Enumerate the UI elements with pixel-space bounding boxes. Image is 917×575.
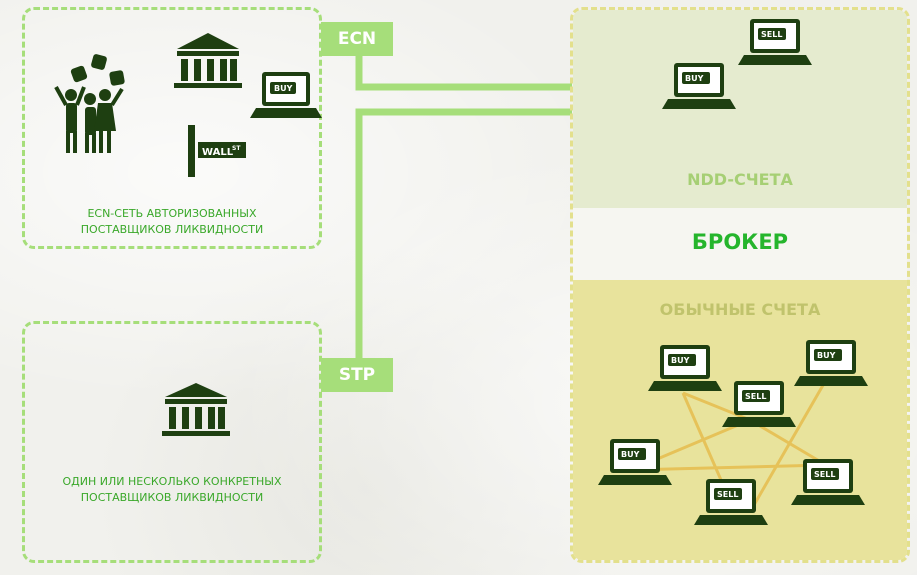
ndd-buy-laptop-icon: BUY: [662, 63, 736, 109]
svg-text:ST: ST: [232, 145, 241, 152]
regular-buy-laptop-icon: BUY: [794, 340, 868, 386]
broker-panel: NDD-СЧЕТА БРОКЕР ОБЫЧНЫЕ СЧЕТА: [570, 7, 910, 563]
broker-band: БРОКЕР: [573, 208, 907, 280]
regular-buy-laptop-icon: BUY: [598, 439, 672, 485]
wall-street-sign-icon: WALL ST: [188, 125, 246, 177]
traders-icon: [54, 54, 125, 153]
svg-text:BUY: BUY: [274, 84, 293, 93]
stp-icons-group: [162, 383, 230, 436]
bank-icon: [162, 383, 230, 436]
regular-buy-laptop-icon: BUY: [648, 345, 722, 391]
svg-text:SELL: SELL: [814, 470, 835, 479]
ecn-connector-line: [355, 56, 572, 91]
svg-text:BUY: BUY: [671, 356, 690, 365]
regular-sell-laptop-icon: SELL: [694, 479, 768, 525]
broker-title: БРОКЕР: [691, 230, 789, 254]
ecn-caption-line2: ПОСТАВЩИКОВ ЛИКВИДНОСТИ: [80, 223, 264, 236]
svg-text:SELL: SELL: [761, 30, 782, 39]
stp-box-caption: ОДИН ИЛИ НЕСКОЛЬКО КОНКРЕТНЫХ ПОСТАВЩИКО…: [25, 474, 319, 506]
svg-text:BUY: BUY: [817, 351, 836, 360]
buy-laptop-icon: BUY: [250, 72, 322, 118]
svg-text:BUY: BUY: [685, 74, 704, 83]
bank-icon: [174, 33, 242, 88]
regular-sell-laptop-icon: SELL: [722, 381, 796, 427]
svg-text:SELL: SELL: [717, 490, 738, 499]
ecn-caption-line1: ECN-СЕТЬ АВТОРИЗОВАННЫХ: [87, 207, 257, 220]
stp-provider-box: ОДИН ИЛИ НЕСКОЛЬКО КОНКРЕТНЫХ ПОСТАВЩИКО…: [22, 321, 322, 563]
ndd-accounts-section: NDD-СЧЕТА: [573, 10, 907, 208]
svg-text:SELL: SELL: [745, 392, 766, 401]
ecn-box-caption: ECN-СЕТЬ АВТОРИЗОВАННЫХ ПОСТАВЩИКОВ ЛИКВ…: [25, 206, 319, 238]
regular-sell-laptop-icon: SELL: [791, 459, 865, 505]
svg-text:WALL: WALL: [202, 147, 234, 158]
ecn-network-box: WALL ST BUY ECN-СЕТЬ АВТОРИЗОВАННЫХ ПОСТ…: [22, 7, 322, 249]
ecn-tag: ECN: [321, 22, 393, 56]
stp-connector-line: [355, 108, 572, 358]
stp-caption-line2: ПОСТАВЩИКОВ ЛИКВИДНОСТИ: [80, 491, 264, 504]
regular-accounts-title: ОБЫЧНЫЕ СЧЕТА: [659, 300, 821, 319]
stp-tag: STP: [321, 358, 393, 392]
ndd-sell-laptop-icon: SELL: [738, 19, 812, 65]
ndd-accounts-title: NDD-СЧЕТА: [687, 170, 793, 189]
svg-text:BUY: BUY: [621, 450, 640, 459]
ecn-icons-group: WALL ST BUY: [54, 33, 322, 177]
stp-caption-line1: ОДИН ИЛИ НЕСКОЛЬКО КОНКРЕТНЫХ: [62, 475, 282, 488]
